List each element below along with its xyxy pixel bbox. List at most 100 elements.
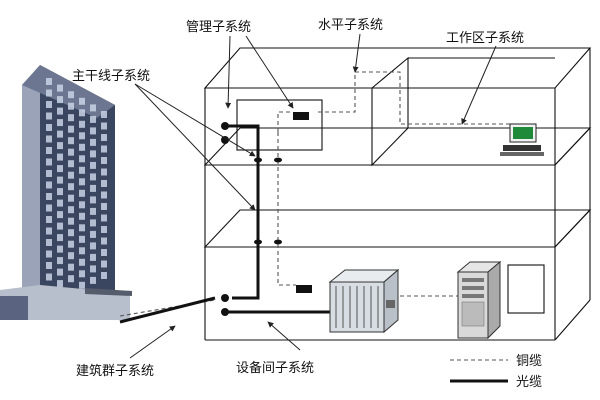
building-window	[101, 180, 107, 187]
building-window	[90, 161, 96, 169]
building-window	[90, 115, 96, 123]
building-window	[79, 258, 85, 266]
building-window	[79, 235, 85, 243]
building-window	[90, 253, 96, 261]
building-window	[46, 250, 52, 258]
building-window	[79, 132, 85, 140]
door-icon	[507, 264, 545, 314]
fiber-cabling	[119, 124, 330, 324]
building-window	[57, 234, 63, 242]
building-window	[68, 137, 74, 145]
building-window	[79, 97, 85, 105]
building-window	[101, 214, 107, 222]
label-work-area-subsystem: 工作区子系统	[446, 31, 524, 46]
building-window	[79, 120, 85, 128]
building-cross-section	[203, 47, 592, 341]
building-window	[90, 196, 96, 204]
building-window	[68, 114, 74, 122]
building-window	[79, 189, 85, 197]
building-window	[79, 270, 85, 278]
patch-panel-bottom	[296, 285, 312, 293]
building-window	[79, 155, 85, 163]
building-window	[57, 130, 63, 138]
label-horizontal-subsystem: 水平子系统	[318, 18, 383, 33]
building-window	[57, 84, 63, 92]
patch-panel-top	[293, 112, 309, 120]
building-window	[90, 207, 96, 215]
label-campus-subsystem: 建筑群子系统	[76, 363, 154, 379]
building-window	[57, 188, 63, 196]
copper-cabling	[119, 71, 510, 317]
building-window	[57, 268, 63, 276]
building-window	[46, 158, 52, 166]
building-window	[68, 91, 74, 99]
building-window	[90, 150, 96, 158]
building-window	[101, 203, 107, 210]
building-window	[57, 107, 63, 115]
building-window	[101, 272, 107, 279]
building-window	[57, 142, 63, 150]
building-window	[79, 224, 85, 232]
building-window	[68, 229, 74, 237]
building-window	[68, 275, 74, 283]
building-window	[101, 145, 107, 153]
building-window	[68, 148, 74, 156]
building-window	[68, 240, 74, 248]
building-window	[46, 170, 52, 177]
building-window	[57, 211, 63, 219]
building-window	[68, 183, 74, 191]
building-window	[90, 242, 96, 250]
building-window	[68, 125, 74, 133]
office-building-icon	[0, 65, 132, 320]
building-window	[101, 168, 107, 176]
building-window	[57, 176, 63, 184]
label-backbone-subsystem: 主干线子系统	[72, 69, 150, 84]
building-window	[46, 239, 52, 246]
building-window	[101, 249, 107, 256]
building-window	[57, 199, 63, 207]
building-window	[90, 230, 96, 238]
building-window	[46, 135, 52, 143]
legend-fiber-label: 光缆	[516, 374, 542, 390]
label-equipment-room-subsystem: 设备间子系统	[236, 360, 314, 376]
building-window	[90, 276, 96, 284]
building-window	[46, 124, 52, 131]
equipment-rack-icon	[328, 268, 400, 334]
building-window	[46, 227, 52, 235]
building-window	[57, 96, 63, 104]
building-window	[68, 252, 74, 260]
building-window	[68, 171, 74, 179]
building-window	[101, 157, 107, 164]
building-window	[79, 212, 85, 220]
building-window	[79, 109, 85, 117]
building-window	[68, 102, 74, 110]
building-window	[68, 194, 74, 202]
building-window	[90, 265, 96, 273]
building-window	[57, 165, 63, 173]
legend-copper-label: 铜缆	[516, 353, 542, 369]
server-tower-icon	[456, 260, 502, 340]
building-window	[46, 112, 52, 120]
building-window	[46, 262, 52, 269]
building-window	[101, 122, 107, 130]
building-window	[79, 201, 85, 209]
building-window	[101, 260, 107, 268]
building-window	[101, 237, 107, 245]
building-window	[79, 281, 85, 289]
building-window	[90, 173, 96, 181]
building-window	[68, 217, 74, 225]
building-window	[101, 111, 107, 118]
building-window	[101, 226, 107, 233]
building-window	[68, 263, 74, 271]
building-window	[79, 247, 85, 255]
building-window	[46, 216, 52, 223]
building-window	[57, 119, 63, 127]
building-window	[46, 181, 52, 189]
building-window	[90, 219, 96, 227]
building-window	[46, 204, 52, 212]
building-window	[46, 147, 52, 154]
building-window	[79, 143, 85, 151]
building-window	[46, 273, 52, 281]
building-window	[90, 104, 96, 112]
